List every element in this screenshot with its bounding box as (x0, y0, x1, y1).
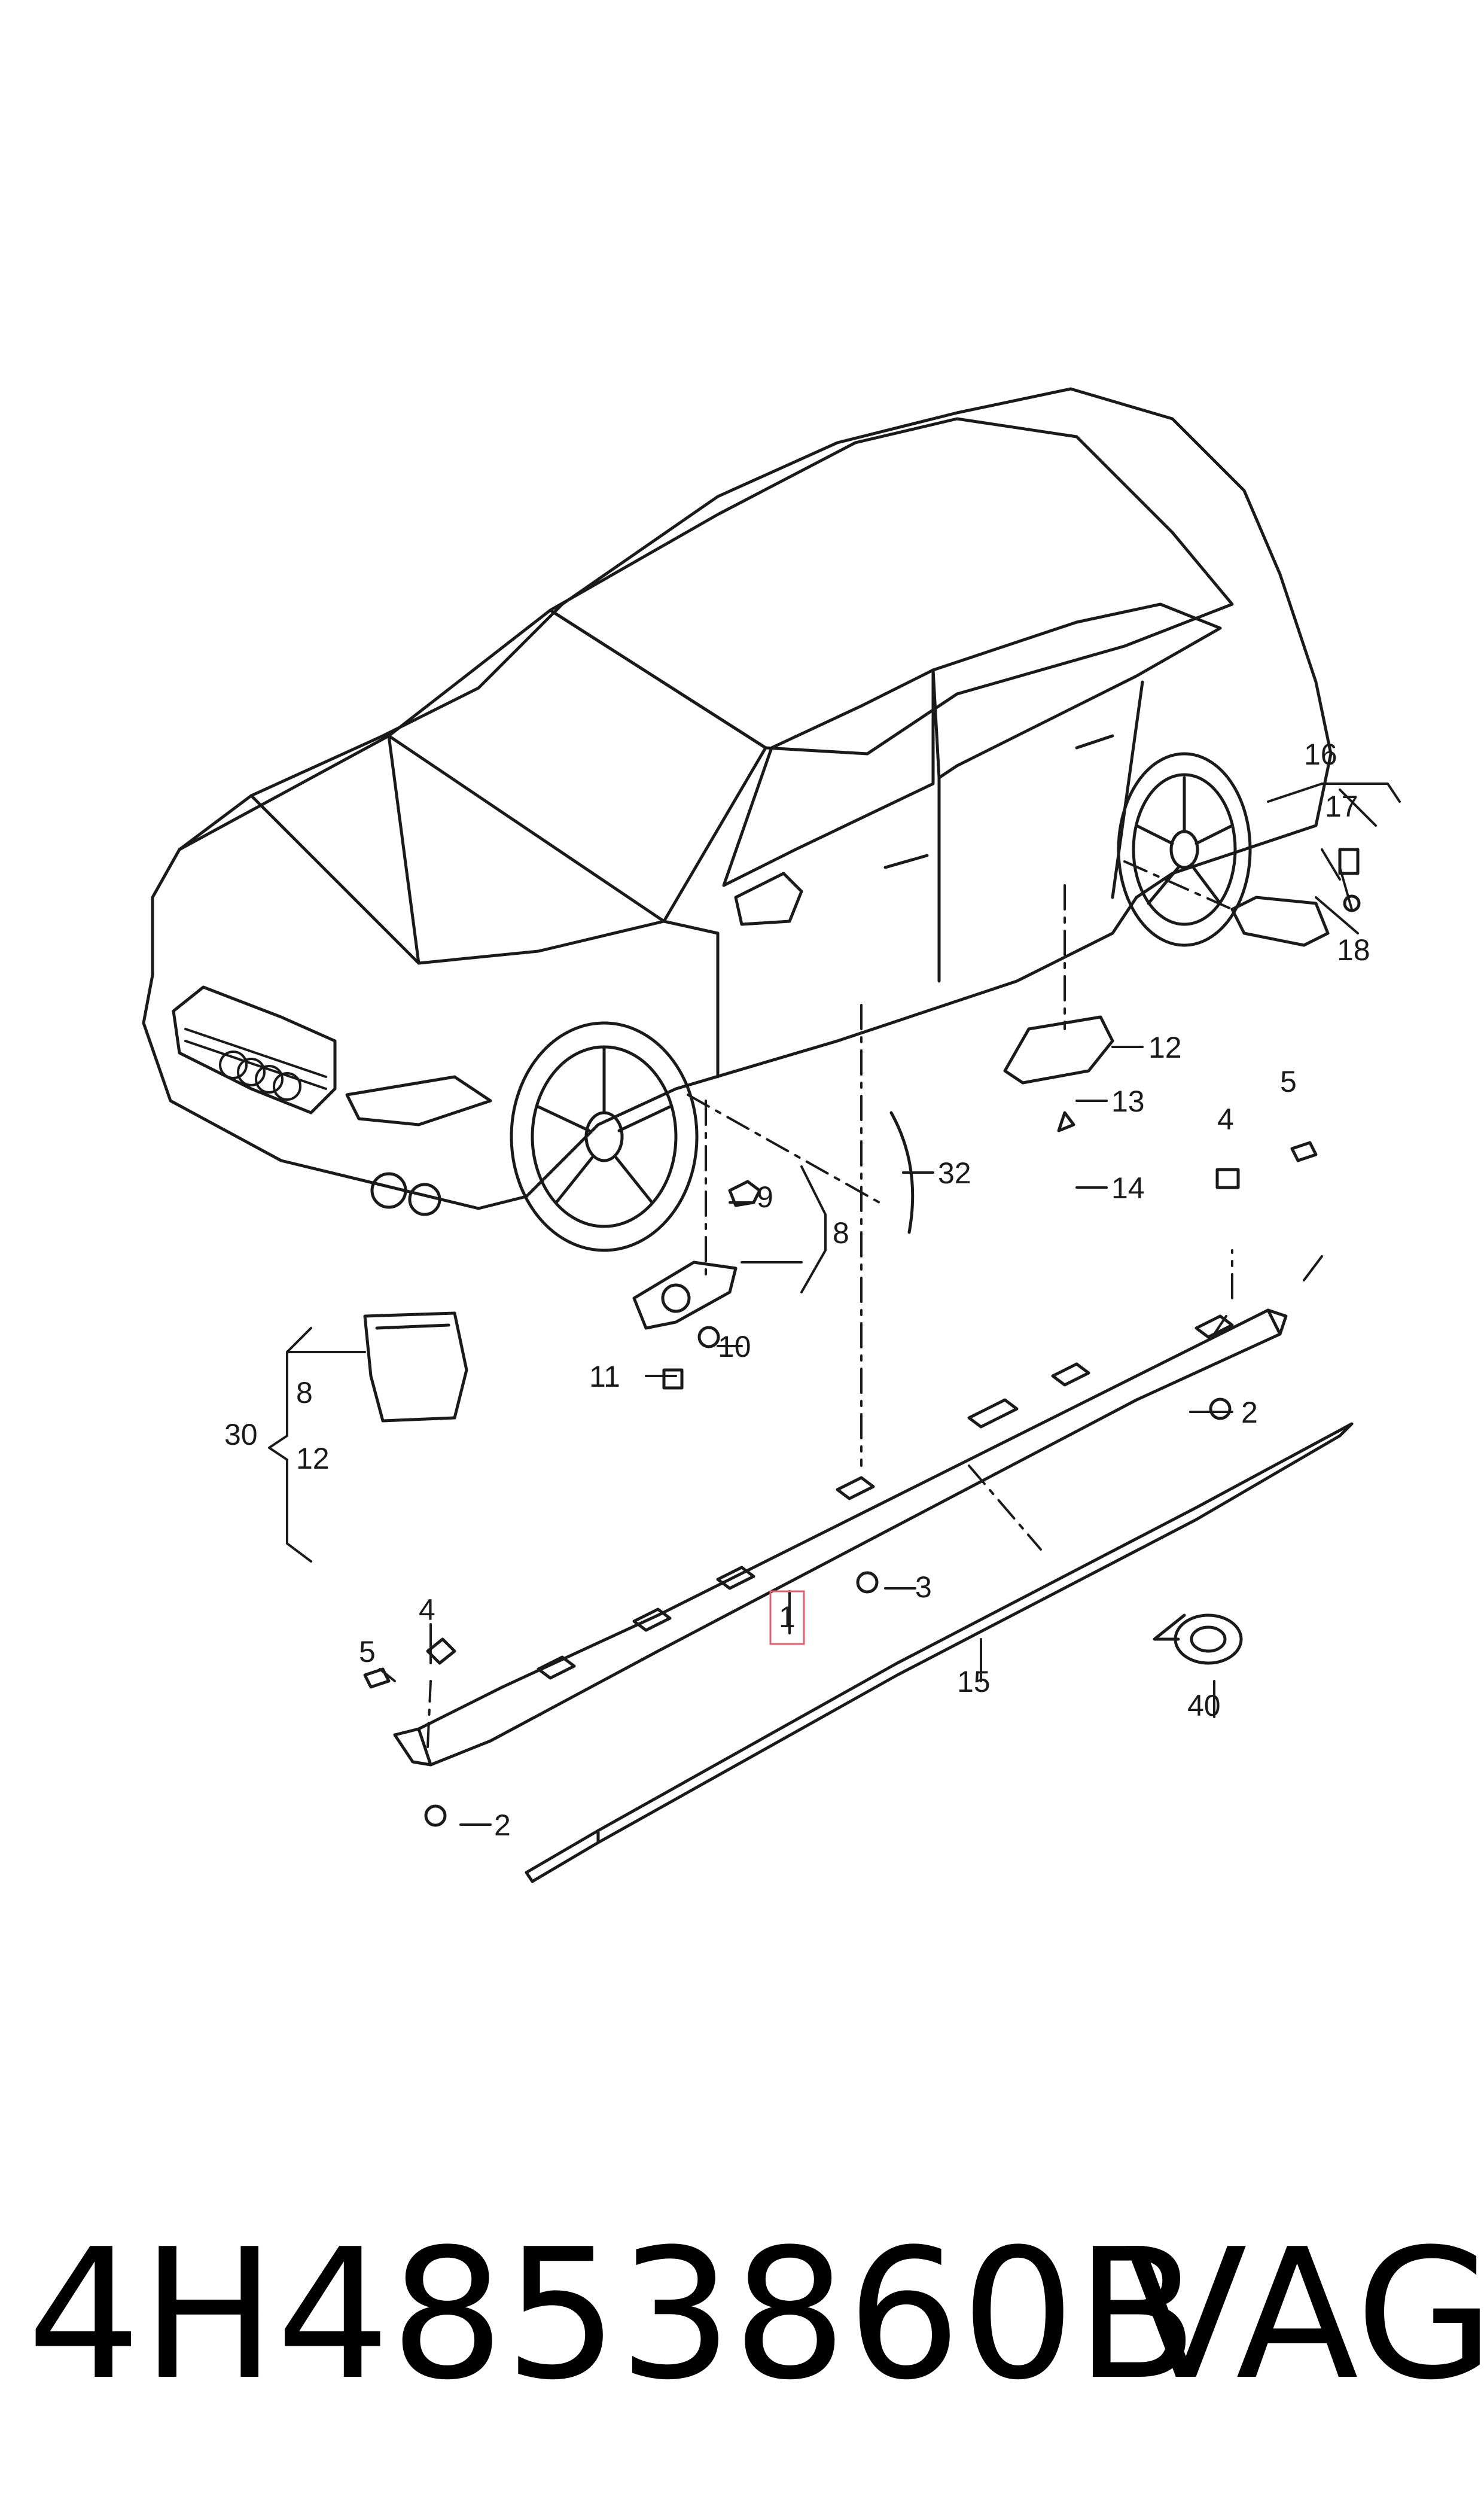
callout-18: 18 (1337, 933, 1370, 967)
fasteners (363, 1141, 1318, 1827)
callout-8-bracket: 8 (833, 1216, 849, 1250)
curved-strip-32 (889, 1111, 915, 1234)
tape-roll (1153, 1613, 1243, 1665)
callout-12-kit: 12 (296, 1442, 330, 1475)
callout-labels: 1 2 2 3 4 4 5 5 8 8 9 10 11 12 12 13 14 … (224, 738, 1370, 1842)
brand-label: VAG (1125, 2211, 1484, 2419)
callout-4-left: 4 (419, 1593, 435, 1627)
callout-2-upper: 2 (1241, 1396, 1258, 1429)
clip-assembly (632, 1180, 761, 1390)
callout-14: 14 (1111, 1171, 1145, 1205)
callout-16: 16 (1304, 738, 1337, 771)
callout-17: 17 (1325, 790, 1358, 823)
car-illustration (142, 387, 1333, 1252)
callout-2-lower: 2 (494, 1808, 511, 1842)
bracket-16 (1230, 848, 1361, 947)
callout-5-left: 5 (359, 1635, 376, 1668)
leader-lines (268, 783, 1401, 1826)
callout-32: 32 (938, 1156, 971, 1190)
callout-15: 15 (957, 1665, 991, 1698)
callout-30: 30 (224, 1418, 258, 1451)
parts-bag (363, 1311, 468, 1423)
callout-highlight-box (769, 1590, 805, 1645)
callout-4-right: 4 (1217, 1103, 1234, 1136)
callout-8-kit: 8 (296, 1376, 313, 1409)
part-number: 4H4853860B (27, 2211, 1199, 2419)
sill-panel (393, 1308, 1288, 1767)
callout-40: 40 (1187, 1689, 1221, 1722)
callout-3: 3 (915, 1570, 932, 1604)
callout-13: 13 (1111, 1085, 1145, 1118)
trim-strip (525, 1422, 1354, 1883)
bracket-12 (1003, 1015, 1114, 1132)
parts-diagram: 1 2 2 3 4 4 5 5 8 8 9 10 11 12 12 13 14 … (142, 387, 1401, 1883)
callout-1: 1 (779, 1600, 796, 1634)
callout-5-right: 5 (1280, 1065, 1297, 1098)
callout-12-bracket: 12 (1148, 1031, 1182, 1064)
callout-10: 10 (718, 1330, 751, 1363)
callout-11: 11 (589, 1360, 620, 1393)
callout-9: 9 (757, 1180, 773, 1214)
